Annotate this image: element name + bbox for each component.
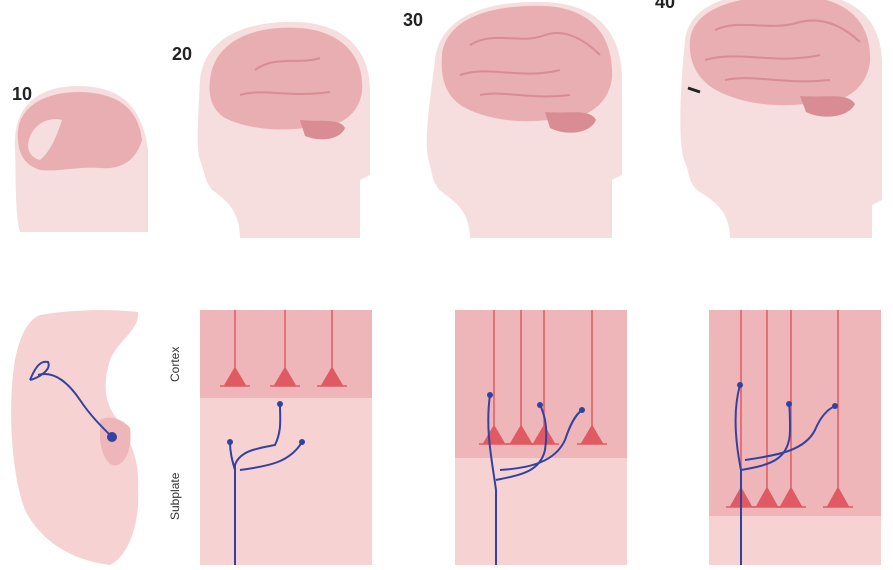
brain-40 [690,0,870,105]
layer-panel-3 [709,310,881,565]
stage-40-head: 40 [655,0,882,238]
age-label-30: 30 [403,10,423,30]
brain-cross-section [11,310,138,565]
cross-section-neuron [107,432,117,442]
brain-20 [210,28,363,130]
layer-panel-2 [455,310,627,565]
cortex-label: Cortex [168,347,182,382]
age-label-40: 40 [655,0,675,12]
stage-30-head: 30 [403,2,622,238]
brain-30 [442,6,612,121]
stage-10-embryo: 10 [12,84,148,232]
subplate-label: Subplate [168,472,182,520]
layer-panel-1 [200,310,372,565]
stage-20-head: 20 [172,22,370,238]
panel-3-subplate-band [709,516,881,565]
age-label-10: 10 [12,84,32,104]
age-label-20: 20 [172,44,192,64]
panel-2-subplate-band [455,458,627,565]
panel-1-subplate-band [200,398,372,565]
